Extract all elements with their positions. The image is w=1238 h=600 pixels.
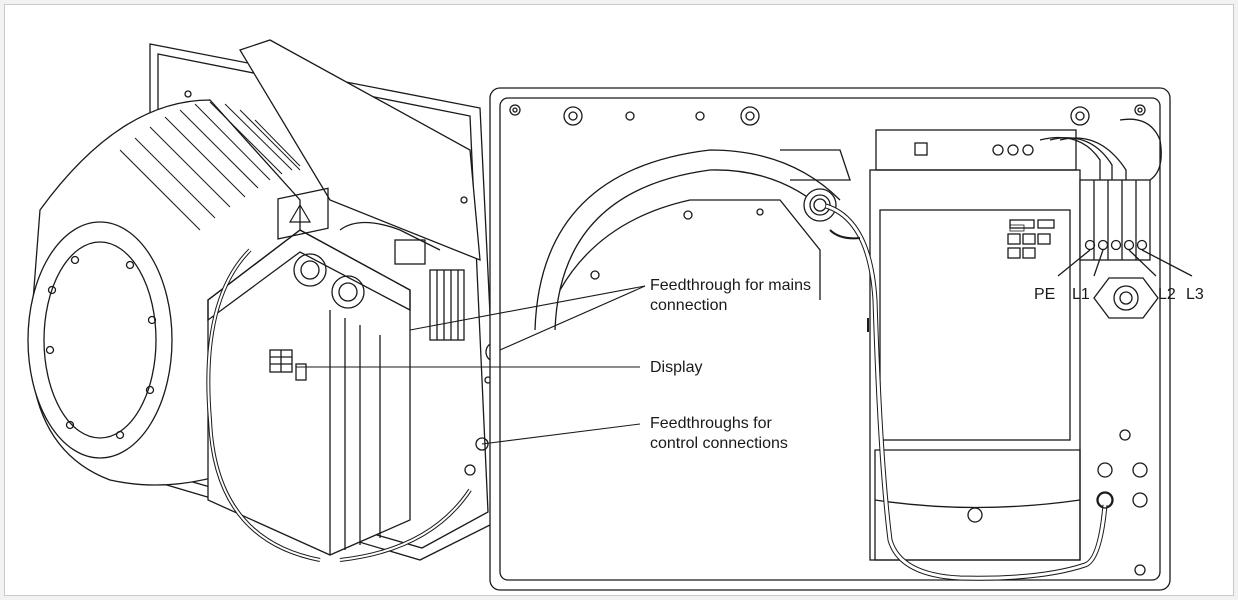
right-open-view (489, 87, 1193, 591)
callout-control-line1: Feedthroughs for (650, 415, 772, 432)
callout-display: Display (650, 359, 703, 376)
motor-opening (534, 149, 841, 331)
callout-control-feedthroughs: Feedthroughs for control connections (650, 414, 788, 454)
lower-cover (874, 449, 1081, 561)
callout-mains-line2: connection (650, 297, 728, 314)
fan-left (293, 253, 327, 287)
terminal-block-iso (394, 239, 465, 341)
display-grid (1007, 219, 1055, 259)
left-isometric-view (27, 39, 507, 562)
motor-flange (27, 221, 173, 459)
terminal-label-l2: L2 (1158, 286, 1176, 303)
terminal-label-l3: L3 (1186, 286, 1204, 303)
callout-control-line2: control connections (650, 435, 788, 452)
terminal-screws-top (914, 142, 1034, 156)
control-feedthrough-iso (475, 437, 489, 451)
leader-mains (499, 285, 646, 351)
inverter-module (869, 169, 1081, 561)
upper-cover (239, 39, 481, 261)
callout-mains-line1: Feedthrough for mains (650, 277, 811, 294)
terminal-label-pe: PE (1034, 286, 1056, 303)
mains-feedthrough (803, 188, 837, 222)
terminal-label-l1: L1 (1072, 286, 1090, 303)
terminal-leads (1057, 249, 1193, 277)
flange-bolts (45, 255, 157, 440)
callout-mains-feedthrough: Feedthrough for mains connection (650, 276, 811, 316)
fan-assembly (277, 187, 365, 309)
fan-right (331, 275, 365, 309)
mains-terminal-strip (1079, 179, 1151, 261)
cable-gland (1093, 277, 1159, 319)
leader-lines (296, 285, 646, 445)
cooling-fins (119, 101, 301, 231)
display-panel (269, 349, 307, 381)
leader-control (481, 423, 641, 445)
